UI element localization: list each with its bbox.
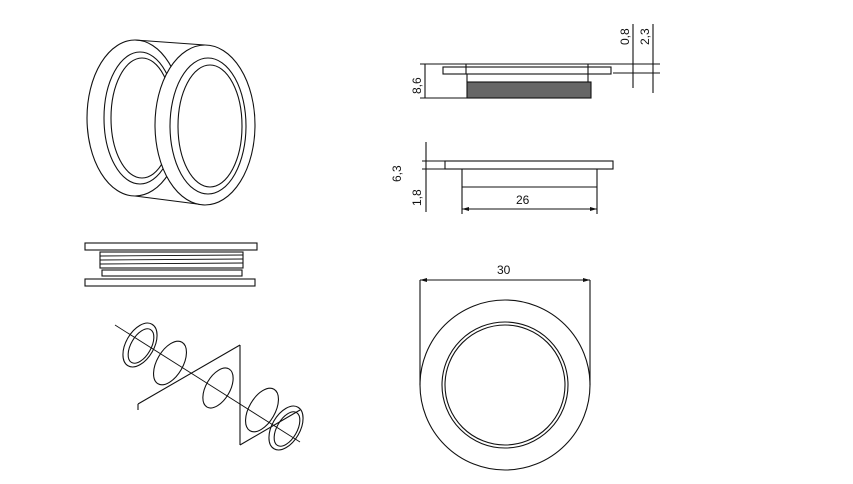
exploded-assembly-view (114, 322, 304, 451)
profile-view (422, 142, 614, 214)
dim-body-height: 6,3 (390, 165, 404, 182)
dim-lip-height: 1,8 (410, 189, 424, 206)
front-section-view (420, 24, 660, 99)
dim-flange-offset: 2,3 (638, 28, 652, 45)
top-view (419, 278, 591, 471)
dim-outer-diameter: 30 (497, 263, 511, 277)
dim-inner-diameter: 26 (516, 193, 530, 207)
isometric-view (86, 39, 256, 206)
dim-flange-thickness: 0,8 (618, 28, 632, 45)
side-view (84, 242, 258, 287)
dim-total-height: 8,6 (410, 77, 424, 94)
